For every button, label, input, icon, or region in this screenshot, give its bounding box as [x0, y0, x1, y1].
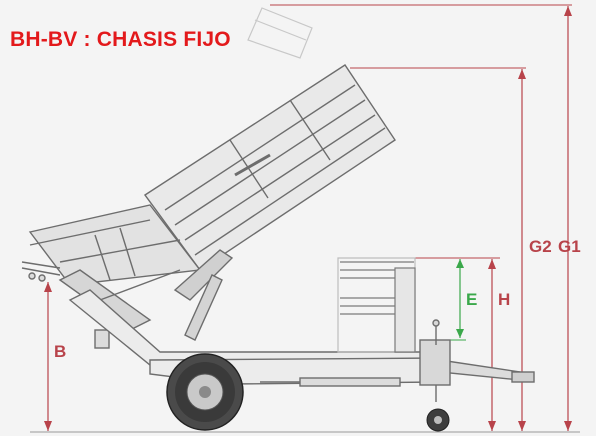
e-dimension-line: [440, 259, 466, 341]
page-title: BH-BV : CHASIS FIJO: [10, 28, 231, 51]
dimension-label-g1: G1: [558, 237, 581, 256]
g2-dimension-line: [518, 69, 526, 431]
tow-hitch: [21, 261, 110, 349]
tilted-hopper: [143, 64, 396, 271]
b-dimension-line: [44, 282, 52, 431]
g1-dimension-line: [564, 6, 572, 431]
rear-stand: [419, 319, 451, 402]
hydraulic-cylinder: [184, 274, 223, 341]
dimension-label-h: H: [498, 290, 511, 309]
rear-hitch: [439, 359, 535, 383]
dimension-label-g2: G2: [529, 237, 552, 256]
jockey-wheel: [426, 408, 450, 432]
dimension-label-b: B: [54, 342, 67, 361]
dimension-label-e: E: [466, 290, 478, 309]
h-dimension-line: [415, 257, 500, 431]
hopper-max-tilt-outline: [247, 7, 313, 59]
hopper-lowered-outline: [337, 257, 416, 353]
main-wheel: [166, 353, 244, 431]
